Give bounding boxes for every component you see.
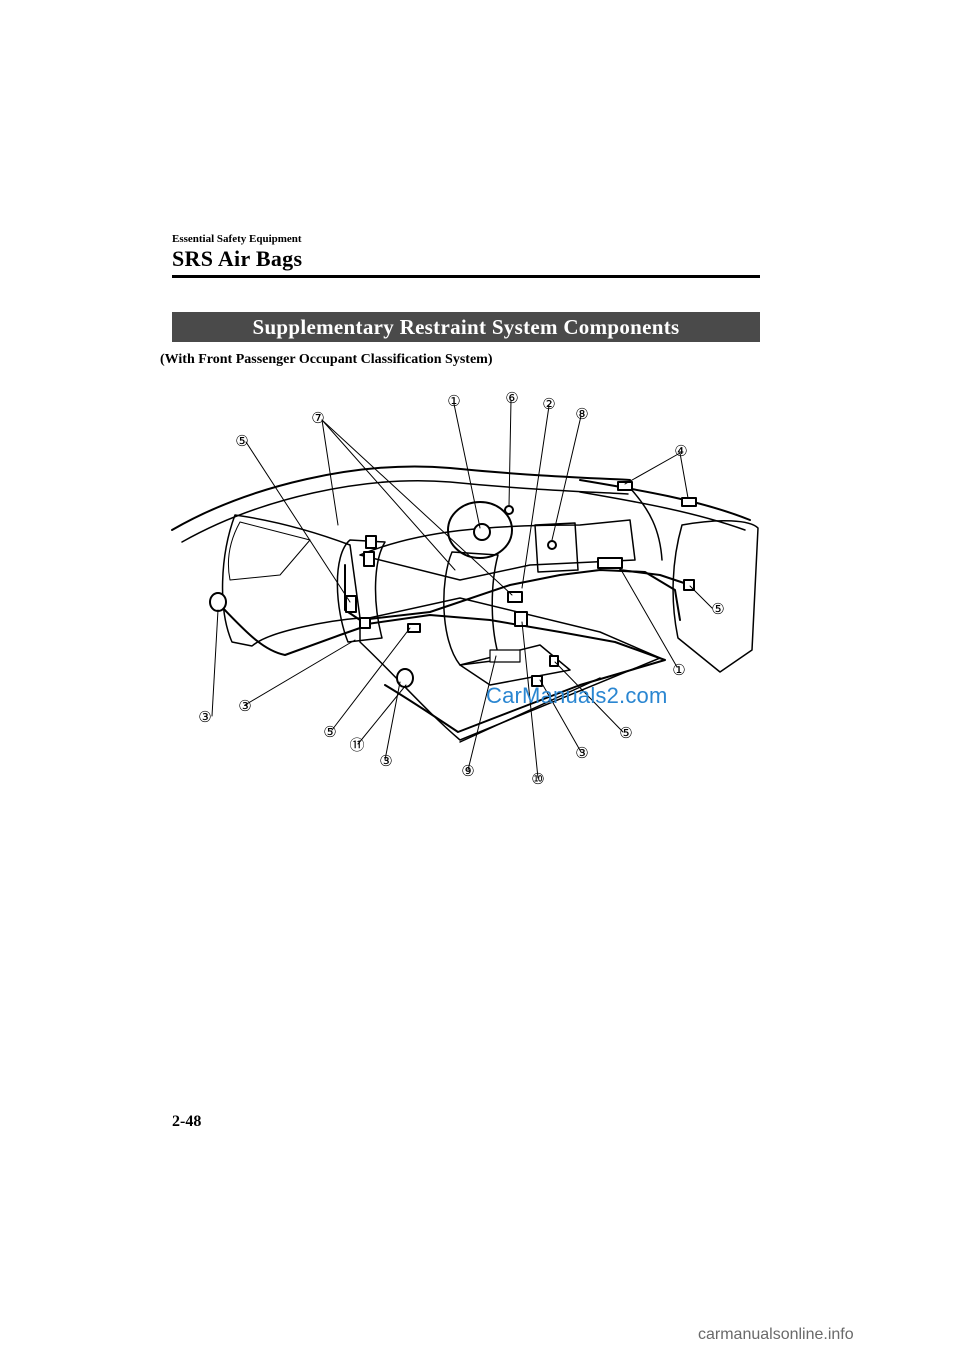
seatbelt-pretensioner-left (359, 617, 371, 629)
callout-5-bottom-right: ⑤ (619, 724, 632, 742)
callout-5-right: ⑤ (711, 600, 724, 618)
center-sensor (507, 591, 523, 603)
wiring-harness-front (344, 564, 681, 621)
callout-3-right: ③ (575, 744, 588, 762)
roof-inflator-b (681, 497, 697, 507)
seat-weight-sensor (489, 649, 521, 663)
callout-4: ④ (674, 442, 687, 460)
front-sensor-right (597, 557, 623, 569)
indicator-lamp-center (504, 505, 514, 515)
page-number: 2-48 (172, 1113, 202, 1130)
callout-9: ⑨ (461, 762, 474, 780)
callout-6: ⑥ (505, 389, 518, 407)
side-sensor-left (363, 551, 375, 567)
steering-hub (473, 523, 491, 541)
section-label: Essential Safety Equipment (172, 233, 302, 245)
srs-components-diagram: ⑤ ⑦ ① ⑥ ② ⑧ ④ ⑤ ① ③ ③ ⑤ ⑪ ③ ⑨ ⑩ ③ ⑤ (171, 389, 759, 788)
callout-1-right: ① (672, 661, 685, 679)
callout-1-top: ① (447, 392, 460, 410)
pretensioner-rear-left (209, 592, 227, 612)
left-body (221, 514, 361, 647)
curtain-inflator-left (365, 535, 377, 549)
watermark-logo: CarManuals2.com (486, 683, 668, 708)
callout-7: ⑦ (311, 409, 324, 427)
pillar-sensor-left (345, 595, 357, 613)
callout-5-bottom: ⑤ (323, 723, 336, 741)
wiring-harness-floor (359, 614, 666, 733)
control-module (407, 623, 421, 633)
roof-rail-right-inner (579, 491, 746, 531)
callout-5-top-left: ⑤ (235, 432, 248, 450)
callout-leader-lines (211, 399, 713, 779)
rocker-sill (459, 677, 601, 743)
right-door (672, 519, 759, 673)
diagram-subtitle: (With Front Passenger Occupant Classific… (160, 352, 493, 367)
indicator-lamp-screen (547, 540, 557, 550)
left-door-window (227, 521, 311, 581)
roof-rail-left-inner (181, 480, 629, 543)
roof-rail-right (579, 479, 751, 521)
seat-sensor-a (549, 655, 559, 667)
callout-3-bottom: ③ (379, 752, 392, 770)
heading-divider (172, 275, 760, 278)
wiring-harness-right (619, 569, 691, 586)
passenger-seat-back (336, 539, 386, 643)
door-sensor-right (683, 579, 695, 591)
callout-10: ⑩ (531, 770, 544, 788)
steering-wheel (447, 501, 513, 559)
occupant-classification-unit (514, 611, 528, 627)
callout-11: ⑪ (349, 736, 364, 754)
wiring-harness-left (214, 599, 361, 656)
section-banner: Supplementary Restraint System Component… (172, 312, 760, 342)
driver-seat-back (443, 551, 501, 666)
roof-rail-left (171, 465, 631, 531)
center-screen (534, 522, 579, 573)
seat-sensor-b (531, 675, 543, 687)
callout-8: ⑧ (575, 405, 588, 423)
callout-3-left: ③ (198, 708, 211, 726)
callout-3-left-2: ③ (238, 697, 251, 715)
callout-2: ② (542, 395, 555, 413)
right-pillar (629, 487, 663, 561)
page-heading: SRS Air Bags (172, 246, 303, 271)
roof-inflator-a (617, 481, 633, 491)
dashboard (359, 519, 636, 581)
footer-url: carmanualsonline.info (698, 1326, 854, 1343)
